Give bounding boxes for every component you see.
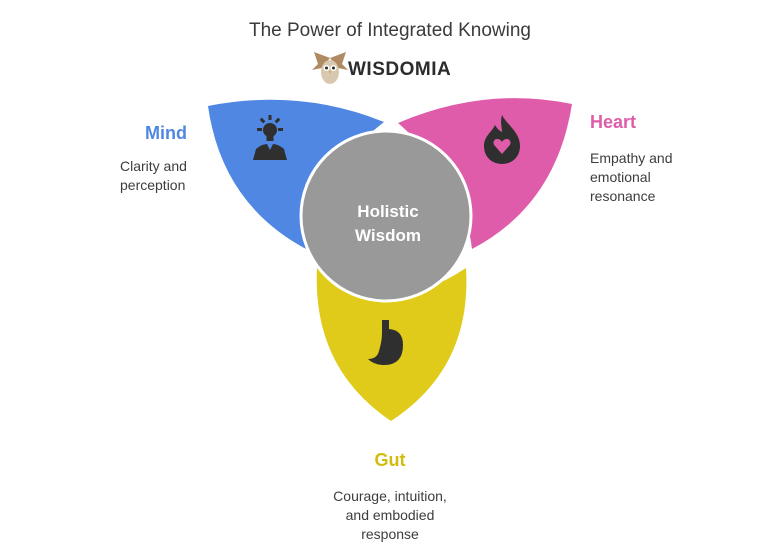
- gut-description-line: response: [361, 526, 419, 542]
- heart-description-line: resonance: [590, 188, 656, 204]
- gut-description: Courage, intuition, and embodied respons…: [300, 487, 480, 544]
- logo-text: WISDOMIA: [348, 59, 452, 80]
- mind-description: Clarity and perception: [120, 157, 187, 195]
- center-circle: [299, 129, 473, 303]
- logo: WISDOMIA: [310, 50, 470, 90]
- heart-flame-icon: [484, 115, 520, 164]
- center-label-line-2: Wisdom: [355, 226, 421, 245]
- heart-label: Heart: [590, 112, 637, 132]
- diagram-title: The Power of Integrated Knowing: [248, 20, 531, 41]
- center-label-line-1: Holistic: [357, 202, 419, 221]
- heart-description: Empathy and emotional resonance: [590, 149, 673, 206]
- gut-description-line: Courage, intuition,: [333, 488, 447, 504]
- heart-description-line: Empathy and: [590, 150, 673, 166]
- gut-description-line: and embodied: [345, 507, 435, 523]
- lightbulb-person-icon: [253, 115, 287, 160]
- gut-label: Gut: [374, 450, 406, 470]
- stomach-icon: [368, 320, 403, 365]
- owl-icon: [312, 52, 348, 84]
- mind-label: Mind: [145, 123, 187, 143]
- mind-description-line: perception: [120, 177, 186, 193]
- heart-petal: [398, 98, 572, 249]
- center-label: Holistic Wisdom: [320, 200, 456, 248]
- mind-description-line: Clarity and: [120, 158, 187, 174]
- mind-petal: [208, 99, 384, 251]
- heart-description-line: emotional: [590, 169, 651, 185]
